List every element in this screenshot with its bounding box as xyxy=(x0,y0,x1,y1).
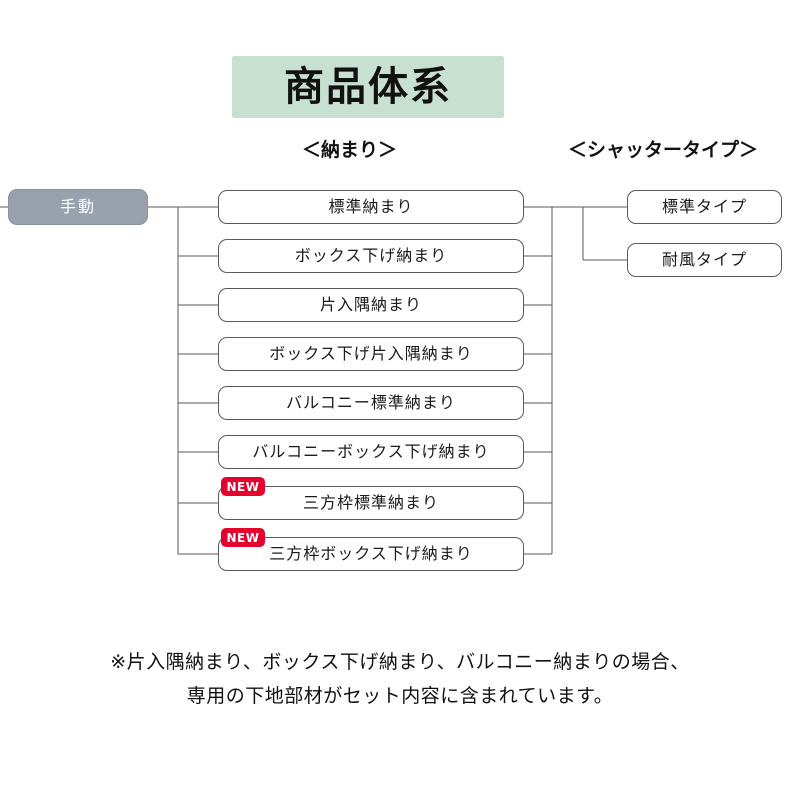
naosmari-box-7[interactable]: 三方枠標準納まり xyxy=(218,486,524,520)
naosmari-box-6[interactable]: バルコニーボックス下げ納まり xyxy=(218,435,524,469)
naosmari-box-3-label: 片入隅納まり xyxy=(319,295,422,314)
root-node-label: 手動 xyxy=(59,197,96,216)
shutter-type-box-1-label: 標準タイプ xyxy=(661,197,747,216)
naosmari-box-1[interactable]: 標準納まり xyxy=(218,190,524,224)
naosmari-box-8[interactable]: 三方枠ボックス下げ納まり xyxy=(218,537,524,571)
footnote-line-2: 専用の下地部材がセット内容に含まれています。 xyxy=(186,685,614,707)
naosmari-box-4-label: ボックス下げ片入隅納まり xyxy=(269,344,473,363)
column-header-naosmari: ＜納まり＞ xyxy=(302,139,398,161)
naosmari-box-2-label: ボックス下げ納まり xyxy=(294,246,448,265)
naosmari-box-4[interactable]: ボックス下げ片入隅納まり xyxy=(218,337,524,371)
footnote: ※片入隅納まり、ボックス下げ納まり、バルコニー納まりの場合、 専用の下地部材がセ… xyxy=(0,645,800,713)
column-header-shutter-type: ＜シャッタータイプ＞ xyxy=(568,139,759,161)
shutter-type-box-2[interactable]: 耐風タイプ xyxy=(627,243,782,277)
naosmari-box-8-label: 三方枠ボックス下げ納まり xyxy=(269,544,473,563)
shutter-type-box-2-label: 耐風タイプ xyxy=(661,250,747,269)
naosmari-box-1-label: 標準納まり xyxy=(328,197,414,216)
naosmari-box-5-label: バルコニー標準納まり xyxy=(286,393,456,412)
naosmari-box-3[interactable]: 片入隅納まり xyxy=(218,288,524,322)
naosmari-box-6-label: バルコニーボックス下げ納まり xyxy=(252,442,490,461)
new-badge-box-8: NEW xyxy=(221,528,265,547)
naosmari-box-7-label: 三方枠標準納まり xyxy=(302,493,439,512)
new-badge-box-8-label: NEW xyxy=(226,530,260,545)
new-badge-box-7-label: NEW xyxy=(226,479,260,494)
naosmari-box-2[interactable]: ボックス下げ納まり xyxy=(218,239,524,273)
footnote-line-1: ※片入隅納まり、ボックス下げ納まり、バルコニー納まりの場合、 xyxy=(110,651,690,673)
root-node-manual[interactable]: 手動 xyxy=(8,189,148,225)
naosmari-box-5[interactable]: バルコニー標準納まり xyxy=(218,386,524,420)
page-title-banner: 商品体系 xyxy=(232,56,504,118)
new-badge-box-7: NEW xyxy=(221,477,265,496)
shutter-type-box-1[interactable]: 標準タイプ xyxy=(627,190,782,224)
page-title: 商品体系 xyxy=(284,64,452,110)
